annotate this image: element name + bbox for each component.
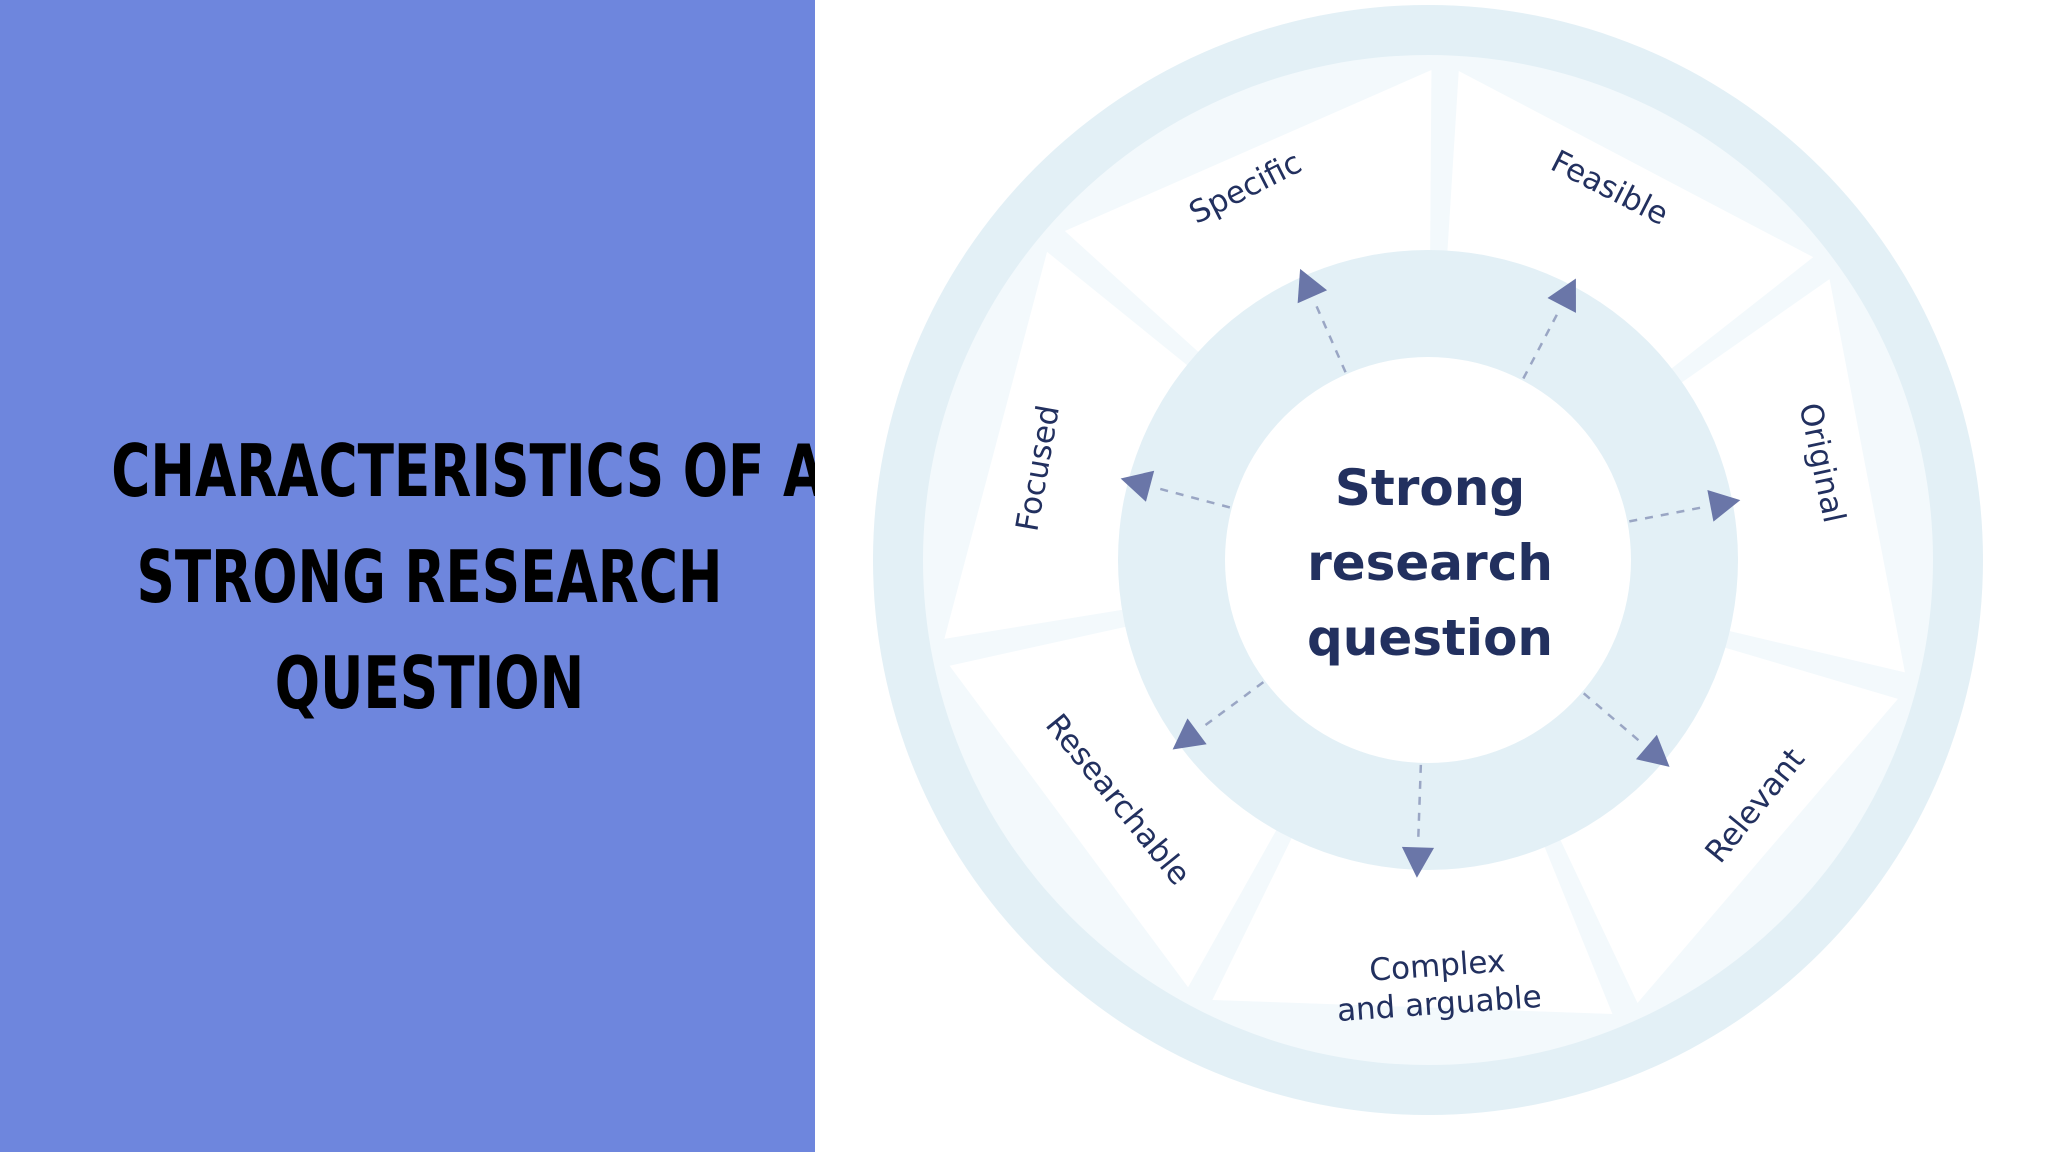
page-title: CHARACTERISTICS OF A STRONG RESEARCH QUE… xyxy=(111,418,825,736)
arrow-icon-original xyxy=(1707,490,1741,522)
center-label-line-3: question xyxy=(1307,609,1553,667)
arrow-icon-feasible xyxy=(1547,278,1576,313)
connector-feasible xyxy=(1522,307,1562,380)
arrow-icon-specific xyxy=(1297,268,1328,304)
center-label-line-2: research xyxy=(1307,534,1553,592)
connector-complex xyxy=(1416,764,1423,845)
connectors-group xyxy=(1120,268,1741,878)
segment-complex xyxy=(1212,820,1613,1014)
center-circle xyxy=(1225,357,1631,763)
connector-original xyxy=(1629,505,1709,523)
connector-focused xyxy=(1152,485,1231,509)
title-line-2: STRONG RESEARCH xyxy=(136,535,723,619)
arrow-icon-researchable xyxy=(1172,718,1207,750)
left-title-panel: CHARACTERISTICS OF A STRONG RESEARCH QUE… xyxy=(0,0,825,1152)
diagram-panel: Strong research question Specific Feasib… xyxy=(815,0,2048,1152)
connector-researchable xyxy=(1198,681,1265,731)
connector-relevant xyxy=(1582,692,1646,747)
center-label-line-1: Strong xyxy=(1335,459,1525,517)
arrow-icon-focused xyxy=(1120,470,1155,502)
characteristics-wheel: Strong research question Specific Feasib… xyxy=(873,5,1983,1115)
arrow-icon-complex xyxy=(1401,846,1435,878)
arrow-icon-relevant xyxy=(1635,734,1670,767)
title-line-3: QUESTION xyxy=(274,641,585,725)
title-line-1: CHARACTERISTICS OF A xyxy=(111,429,825,513)
connector-specific xyxy=(1312,298,1347,373)
